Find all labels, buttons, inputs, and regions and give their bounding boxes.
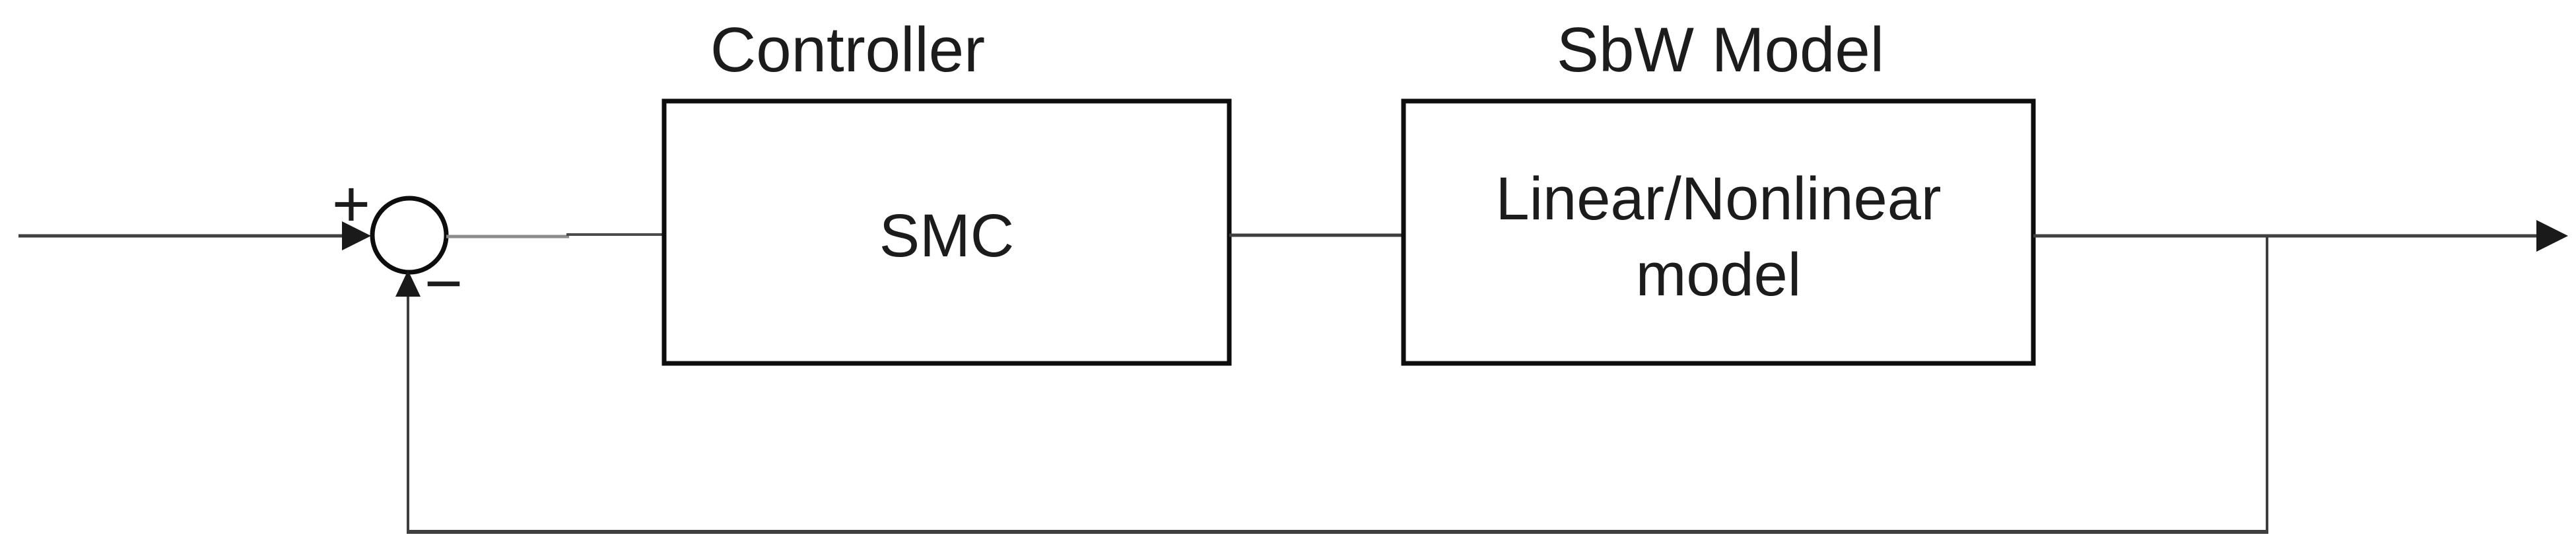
- output-arrowhead-icon: [2536, 220, 2568, 252]
- plus-sign: +: [332, 167, 370, 241]
- plant-block-box: [1401, 98, 2036, 366]
- input-arrowhead-icon: [342, 221, 371, 250]
- controller-block-title: Controller: [710, 15, 985, 85]
- plant-block-label-line2: model: [1636, 241, 1802, 309]
- feedback-arrowhead-icon: [395, 270, 421, 297]
- minus-sign: −: [424, 246, 463, 320]
- controller-block-label: SMC: [879, 202, 1014, 270]
- plant-block-title: SbW Model: [1557, 15, 1884, 85]
- plant-block-label-line1: Linear/Nonlinear: [1495, 165, 1941, 233]
- controller-block-box: [661, 98, 1232, 366]
